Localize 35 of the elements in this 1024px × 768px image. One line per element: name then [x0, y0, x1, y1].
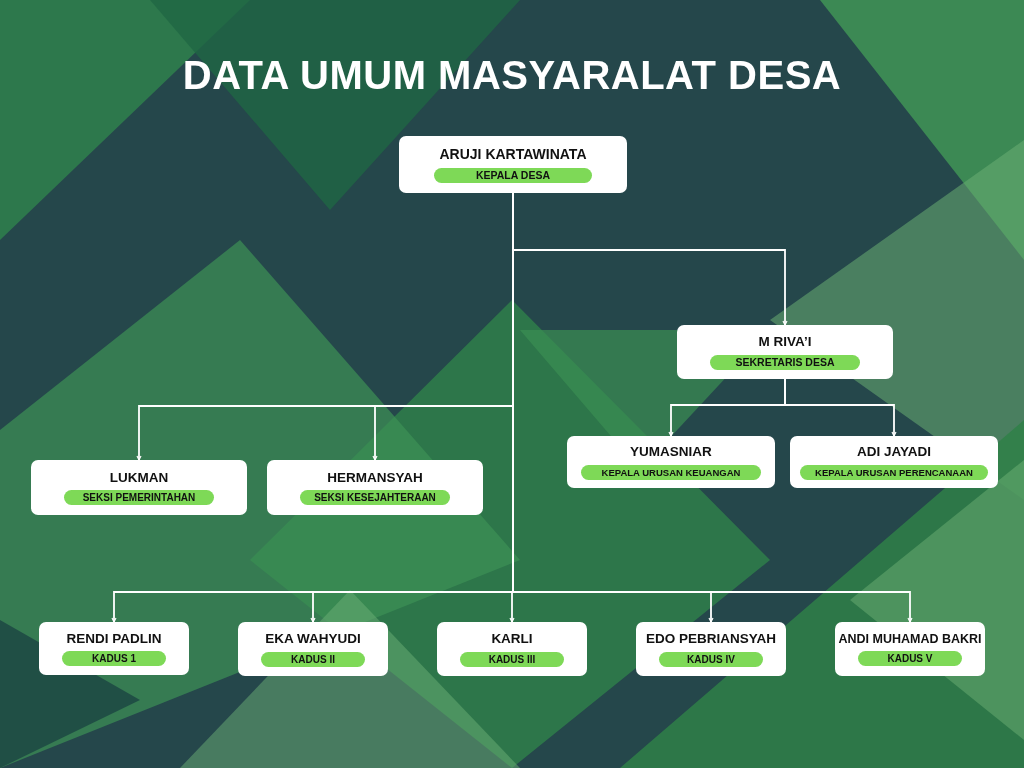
org-card	[31, 460, 247, 515]
connector-arrow	[784, 378, 897, 437]
role-badge: SEKRETARIS DESA	[710, 354, 860, 370]
person-name: HERMANSYAH	[327, 469, 423, 486]
person-name: EKA WAHYUDI	[265, 631, 361, 647]
person-name: M RIVA’I	[758, 334, 812, 350]
role-badge: KADUS III	[460, 651, 564, 667]
role-badge: SEKSI PEMERINTAHAN	[64, 490, 214, 506]
org-card	[567, 436, 775, 488]
person-name: RENDI PADLIN	[66, 630, 162, 647]
role-badge: SEKSI KESEJAHTERAAN	[300, 490, 450, 506]
role-badge: KADUS IV	[659, 651, 763, 667]
org-card	[39, 622, 189, 675]
org-card	[437, 622, 587, 676]
person-name: ANDI MUHAMAD BAKRI	[838, 631, 982, 647]
role-badge: KEPALA URUSAN KEUANGAN	[581, 464, 761, 480]
role-badge: KEPALA DESA	[434, 167, 592, 183]
person-name: ADI JAYADI	[856, 444, 931, 460]
person-name: KARLI	[491, 631, 533, 647]
org-card	[790, 436, 998, 488]
person-name: LUKMAN	[109, 469, 169, 486]
person-name: EDO PEBRIANSYAH	[646, 631, 776, 647]
person-name: YUMASNIAR	[630, 444, 712, 460]
org-card	[267, 460, 483, 515]
diagram-title: DATA UMUM MASYARALAT DESA	[182, 52, 842, 98]
org-card	[636, 622, 786, 676]
org-card	[238, 622, 388, 676]
role-badge: KADUS II	[261, 651, 365, 667]
org-card	[399, 136, 627, 193]
role-badge: KADUS V	[858, 651, 962, 667]
role-badge: KADUS 1	[62, 651, 166, 667]
person-name: ARUJI KARTAWINATA	[439, 146, 587, 163]
org-card	[835, 622, 985, 676]
org-card	[677, 325, 893, 379]
role-badge: KEPALA URUSAN PERENCANAAN	[800, 464, 988, 480]
